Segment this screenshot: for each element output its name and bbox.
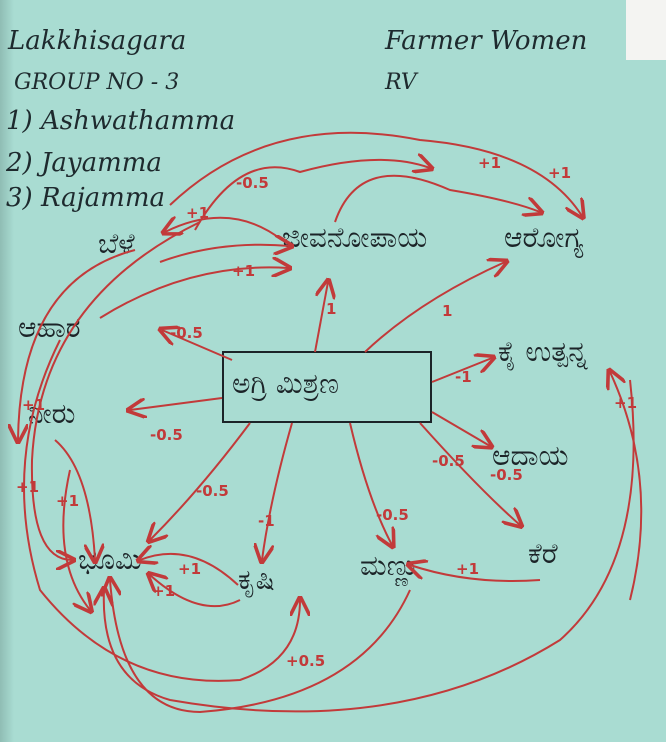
village-name: Lakkhisagara <box>8 26 187 56</box>
edge-right-loop <box>610 372 643 601</box>
edge-left-loop-1 <box>18 249 136 440</box>
central-node-label: ಅಗ್ರಿ ಮಿಶ್ರಣ <box>232 367 339 400</box>
edge-bottom-right-to-bottom-middle <box>410 565 541 582</box>
weight-label: -0.5 <box>432 452 465 470</box>
weight-label: -0.5 <box>150 426 183 444</box>
edge-left-loop-2 <box>30 221 201 560</box>
member-1: 1) Ashwathamma <box>6 106 236 136</box>
edge-center-to-top-right <box>364 262 505 353</box>
edge-left-loop-5 <box>54 439 95 560</box>
edge-center-to-left-upper <box>162 330 233 361</box>
edge-center-to-bottom-right <box>419 422 520 525</box>
page-shadow <box>0 0 14 742</box>
weight-label: +1 <box>478 154 501 172</box>
edge-loop-top-1 <box>194 160 430 231</box>
node-top-middle: ಜೀವನೋಪಾಯ <box>282 221 428 254</box>
edge-bottom-center-to-bottom-left <box>150 575 241 608</box>
weight-label: +1 <box>56 492 79 510</box>
edge-bottom-loop-1 <box>110 580 411 714</box>
edge-center-to-top-middle <box>314 282 328 353</box>
edge-left-loop-3 <box>23 339 300 682</box>
edge-left-loop-4 <box>62 469 90 610</box>
edge-center-to-right-upper <box>431 358 492 383</box>
edge-bottom-center-to-bottom-left-2 <box>140 554 239 586</box>
weight-label: +1 <box>456 560 479 578</box>
weight-label: -0.5 <box>236 174 269 192</box>
weight-label: -1 <box>258 512 275 530</box>
weight-label: +1 <box>614 394 637 412</box>
page-corner <box>626 0 666 60</box>
edge-loop-top-3 <box>169 131 582 216</box>
edge-top-middle-to-top-left <box>165 218 283 241</box>
node-bottom-right: ಕೆರೆ <box>528 537 558 570</box>
central-node-box <box>222 351 432 423</box>
weight-label: 1 <box>442 302 452 320</box>
edge-center-to-right-middle <box>431 411 490 446</box>
diagram-subtitle: RV <box>385 70 417 95</box>
weight-label: -0.5 <box>196 482 229 500</box>
weight-label: -0.5 <box>490 466 523 484</box>
weight-label: 1 <box>326 300 336 318</box>
edge-center-to-bottom-middle <box>349 422 392 545</box>
edge-center-to-bottom-center <box>262 422 293 560</box>
edge-center-to-bottom-left <box>150 422 251 540</box>
weight-label: +1 <box>548 164 571 182</box>
node-top-right: ಆರೋಗ್ಯ <box>504 221 584 254</box>
node-right-upper: ಕೈ ಉತ್ಪನ್ನ <box>498 335 588 368</box>
weight-label: +1 <box>22 396 45 414</box>
weight-label: +1 <box>186 204 209 222</box>
group-number: GROUP NO - 3 <box>14 70 180 95</box>
weight-label: +1 <box>232 262 255 280</box>
diagram-title: Farmer Women <box>385 26 588 56</box>
edge-top-left-to-top-middle <box>159 245 290 263</box>
weight-label: -0.5 <box>170 324 203 342</box>
edge-center-to-left-middle <box>130 397 223 410</box>
weight-label: +0.5 <box>286 652 325 670</box>
weight-label: -0.5 <box>376 506 409 524</box>
weight-label: +1 <box>16 478 39 496</box>
member-3: 3) Rajamma <box>6 183 165 213</box>
weight-label: -1 <box>455 368 472 386</box>
edge-loop-top-2 <box>334 174 540 223</box>
weight-label: +1 <box>152 582 175 600</box>
edge-left-upper-to-top-middle <box>99 267 288 319</box>
edge-bottom-loop-2 <box>104 379 635 713</box>
member-2: 2) Jayamma <box>6 148 162 178</box>
node-left-upper: ಆಹಾರ <box>18 311 81 344</box>
weight-label: +1 <box>178 560 201 578</box>
node-bottom-center: ಕೃಷಿ <box>238 563 275 596</box>
node-right-middle: ಆದಾಯ <box>492 439 569 472</box>
